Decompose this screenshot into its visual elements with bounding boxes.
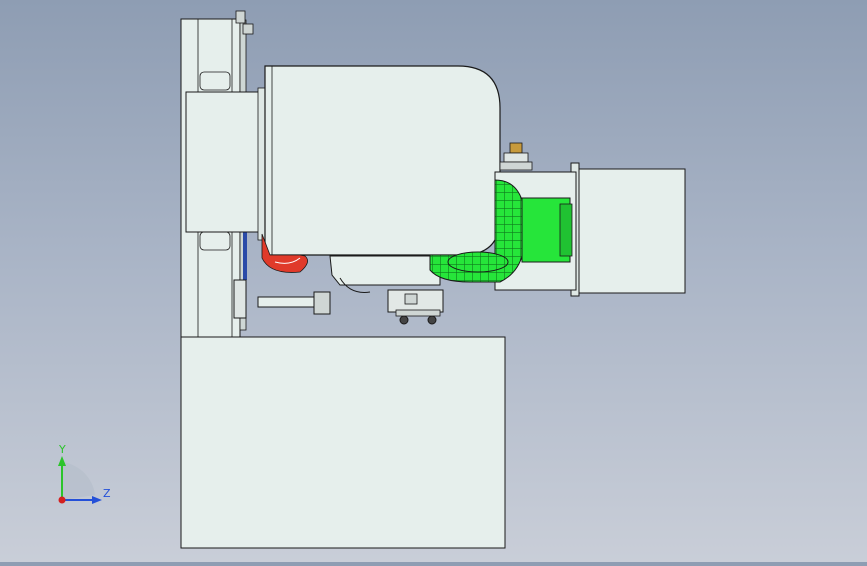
adjustment-rod[interactable]: [233, 279, 331, 319]
coordinate-triad-icon: Y Z: [58, 443, 111, 504]
y-axis-label: Y: [58, 443, 66, 456]
main-housing[interactable]: [264, 65, 501, 256]
green-motor[interactable]: [429, 179, 573, 283]
base-block[interactable]: [180, 336, 506, 549]
lower-bracket[interactable]: [329, 255, 444, 325]
red-pulley[interactable]: [261, 233, 308, 273]
z-axis-label: Z: [103, 487, 111, 500]
flange-hub[interactable]: [185, 87, 267, 241]
top-knob[interactable]: [499, 142, 533, 171]
